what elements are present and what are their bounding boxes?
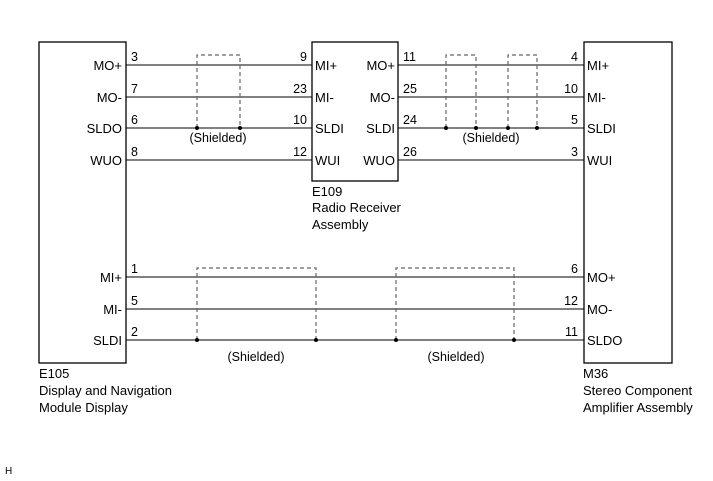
e109-box xyxy=(311,41,399,182)
shield-bottom-left xyxy=(196,267,317,340)
m36-pin-label: SLDO xyxy=(587,333,622,348)
junction-dot xyxy=(512,338,516,342)
corner-mark: H xyxy=(5,466,12,477)
m36-pin-number: 12 xyxy=(564,294,578,308)
m36-pin-label: MO- xyxy=(587,302,612,317)
e105-pin-label: MO+ xyxy=(93,58,122,73)
e109-pin-number: 24 xyxy=(403,113,417,127)
m36-pin-label: WUI xyxy=(587,153,612,168)
e109-pin-number: 25 xyxy=(403,82,417,96)
shield-label: (Shielded) xyxy=(463,131,520,145)
e105-pin-label: SLDI xyxy=(93,333,122,348)
e105-pin-label: SLDO xyxy=(87,121,122,136)
e105-pin-label: MO- xyxy=(97,90,122,105)
e105-box xyxy=(38,41,127,364)
e109-pin-label: MI+ xyxy=(315,58,337,73)
e109-pin-number: 12 xyxy=(293,145,307,159)
e109-pin-label: SLDI xyxy=(315,121,344,136)
junction-dot xyxy=(238,126,242,130)
e109-name-line1: Radio Receiver xyxy=(312,200,402,215)
e105-pin-number: 6 xyxy=(131,113,138,127)
m36-pin-number: 11 xyxy=(565,325,578,339)
e105-pin-label: WUO xyxy=(90,153,122,168)
junction-dot xyxy=(195,338,199,342)
shield-label: (Shielded) xyxy=(190,131,247,145)
m36-pin-number: 5 xyxy=(571,113,578,127)
junction-dot xyxy=(474,126,478,130)
junction-dot xyxy=(394,338,398,342)
shield-top-right-a xyxy=(445,54,477,128)
e109-pin-number: 11 xyxy=(403,50,416,64)
e105-name-line2: Module Display xyxy=(39,400,128,415)
e105-code: E105 xyxy=(39,366,69,381)
e109-pin-number: 10 xyxy=(293,113,307,127)
m36-pin-label: SLDI xyxy=(587,121,616,136)
e109-pin-label: MI- xyxy=(315,90,334,105)
m36-code: M36 xyxy=(583,366,608,381)
junction-dot xyxy=(506,126,510,130)
junction-dot xyxy=(535,126,539,130)
e105-pin-number: 5 xyxy=(131,294,138,308)
junction-dot xyxy=(444,126,448,130)
e105-pin-number: 7 xyxy=(131,82,138,96)
m36-pin-label: MO+ xyxy=(587,270,616,285)
m36-name-line1: Stereo Component xyxy=(583,383,693,398)
e109-pin-label: SLDI xyxy=(366,121,395,136)
m36-pin-number: 3 xyxy=(571,145,578,159)
shield-top-left xyxy=(196,54,241,128)
e105-pin-number: 8 xyxy=(131,145,138,159)
e109-pin-label: WUO xyxy=(363,153,395,168)
e105-pin-number: 2 xyxy=(131,325,138,339)
shield-top-right-b xyxy=(507,54,538,128)
e109-pin-label: MO- xyxy=(370,90,395,105)
m36-pin-label: MI- xyxy=(587,90,606,105)
e109-code: E109 xyxy=(312,184,342,199)
shield-bottom-right xyxy=(395,267,515,340)
m36-box xyxy=(583,41,673,364)
e105-pin-number: 1 xyxy=(131,262,138,276)
e109-pin-label: WUI xyxy=(315,153,340,168)
m36-pin-number: 4 xyxy=(571,50,578,64)
e109-pin-number: 26 xyxy=(403,145,417,159)
e105-name-line1: Display and Navigation xyxy=(39,383,172,398)
shield-label: (Shielded) xyxy=(428,350,485,364)
e109-pin-number: 9 xyxy=(300,50,307,64)
e109-pin-label: MO+ xyxy=(366,58,395,73)
m36-pin-number: 10 xyxy=(564,82,578,96)
m36-pin-number: 6 xyxy=(571,262,578,276)
junction-dot xyxy=(314,338,318,342)
e105-pin-number: 3 xyxy=(131,50,138,64)
e109-name-line2: Assembly xyxy=(312,217,369,232)
e109-pin-number: 23 xyxy=(293,82,307,96)
e105-pin-label: MI- xyxy=(103,302,122,317)
shield-label: (Shielded) xyxy=(228,350,285,364)
m36-name-line2: Amplifier Assembly xyxy=(583,400,693,415)
m36-pin-label: MI+ xyxy=(587,58,609,73)
junction-dot xyxy=(195,126,199,130)
e105-pin-label: MI+ xyxy=(100,270,122,285)
